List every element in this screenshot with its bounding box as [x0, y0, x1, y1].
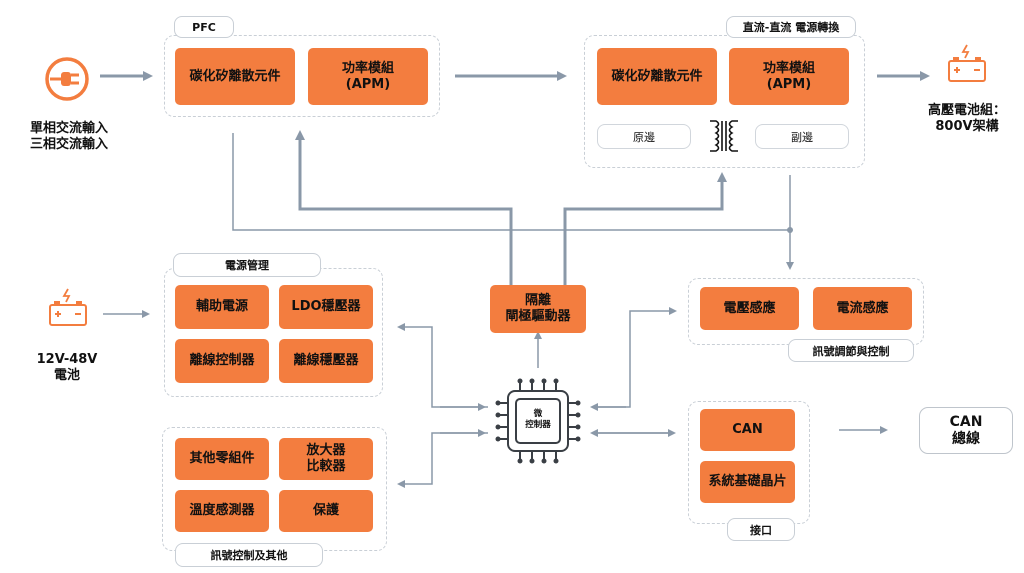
- offline-controller-box[interactable]: 離線控制器: [175, 339, 269, 383]
- mcu-label: 微 控制器: [525, 409, 551, 430]
- dcdc-sic-discrete-box[interactable]: 碳化矽離散元件: [597, 48, 717, 105]
- pfc-group: [164, 35, 440, 117]
- offline-regulator-box[interactable]: 離線穩壓器: [279, 339, 373, 383]
- signal-control-tag: 訊號控制及其他: [175, 543, 323, 567]
- secondary-side-box: 副邊: [755, 124, 849, 149]
- dcdc-tag: 直流-直流 電源轉換: [726, 16, 856, 38]
- interface-tag: 接口: [727, 518, 795, 541]
- current-sensing-box[interactable]: 電流感應: [813, 287, 912, 330]
- signal-conditioning-tag: 訊號調節與控制: [788, 339, 914, 362]
- primary-side-box: 原邊: [597, 124, 691, 149]
- can-bus-box[interactable]: CAN 總線: [919, 407, 1013, 454]
- dcdc-power-module-box[interactable]: 功率模組 (APM): [729, 48, 849, 105]
- pfc-sic-discrete-box[interactable]: 碳化矽離散元件: [175, 48, 295, 105]
- temperature-sensor-box[interactable]: 溫度感測器: [175, 490, 269, 532]
- dcdc-group: [584, 35, 865, 168]
- aux-power-box[interactable]: 輔助電源: [175, 285, 269, 329]
- high-voltage-battery-label: 高壓電池組： 800V架構: [927, 103, 1006, 135]
- power-plug-icon: [44, 56, 90, 102]
- battery-icon: [46, 288, 90, 328]
- amplifier-comparator-box[interactable]: 放大器 比較器: [279, 438, 373, 480]
- ldo-regulator-box[interactable]: LDO穩壓器: [279, 285, 373, 329]
- power-management-tag: 電源管理: [173, 253, 321, 277]
- ac-input-label: 單相交流輸入 三相交流輸入: [29, 121, 108, 153]
- pfc-power-module-box[interactable]: 功率模組 (APM): [308, 48, 428, 105]
- transformer-icon: [706, 118, 742, 154]
- system-basis-chip-box[interactable]: 系統基礎晶片: [700, 461, 795, 503]
- microcontroller-chip-icon: [494, 377, 582, 465]
- protection-box[interactable]: 保護: [279, 490, 373, 532]
- other-components-box[interactable]: 其他零組件: [175, 438, 269, 480]
- can-box[interactable]: CAN: [700, 409, 795, 451]
- isolated-gate-driver-box[interactable]: 隔離 閘極驅動器: [490, 285, 586, 333]
- pfc-tag: PFC: [174, 16, 234, 38]
- voltage-sensing-box[interactable]: 電壓感應: [700, 287, 799, 330]
- battery-icon: [945, 44, 989, 84]
- low-voltage-battery-label: 12V-48V 電池: [36, 352, 98, 384]
